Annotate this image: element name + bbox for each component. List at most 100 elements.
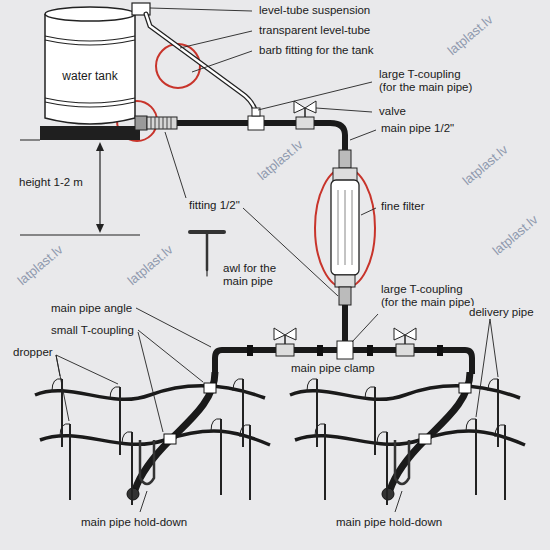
- tank-node: water tank: [45, 66, 135, 84]
- main-pipe-lower: [404, 335, 406, 344]
- part-label: large T-coupling (for the main pipe): [378, 68, 478, 94]
- drip-group: [135, 372, 215, 490]
- main-pipe-lower: [284, 335, 286, 344]
- part-label: large T-coupling (for the main pipe): [380, 283, 480, 309]
- watermark: latplast.lv: [444, 12, 495, 58]
- height-dimension: [96, 142, 104, 151]
- main-pipe-lower: [276, 344, 294, 356]
- water-tank-drawing: [45, 14, 135, 124]
- main-pipe-upper: [135, 116, 147, 130]
- main-pipe-upper: [304, 108, 306, 117]
- highlight-circle: [156, 44, 200, 88]
- leader-line: [150, 8, 252, 11]
- part-label: delivery pipe: [468, 306, 535, 319]
- leader-line: [395, 491, 402, 512]
- main-pipe-lower: [396, 344, 414, 356]
- part-label: dropper: [12, 346, 54, 359]
- drip-group: [140, 440, 154, 484]
- main-pipe-upper: [248, 116, 264, 130]
- main-pipe-lower: [456, 350, 472, 374]
- part-label: main pipe hold-down: [80, 516, 188, 529]
- level-tube: [132, 3, 255, 110]
- part-label: small T-coupling: [50, 324, 135, 337]
- main-pipe-lower: [317, 345, 323, 356]
- dimension-label: height 1-2 m: [18, 176, 84, 189]
- main-pipe-lower: [367, 345, 373, 356]
- part-label: transparent level-tube: [258, 24, 371, 37]
- main-pipe-upper: [151, 117, 171, 129]
- watermark: latplast.lv: [254, 137, 305, 183]
- leader-line: [316, 108, 372, 112]
- drip-group: [119, 387, 121, 455]
- highlight-circle: [315, 168, 375, 288]
- part-label: main pipe angle: [50, 302, 133, 315]
- drip-group: [35, 386, 265, 400]
- fine-filter-drawing: [338, 190, 352, 265]
- watermark: latplast.lv: [489, 212, 540, 258]
- leader-line: [165, 132, 186, 198]
- drip-group: [204, 383, 216, 393]
- height-dimension: [99, 146, 100, 229]
- leader-line: [361, 208, 376, 215]
- leader-line: [258, 82, 372, 110]
- main-pipe-upper: [294, 101, 316, 113]
- leader-line: [180, 31, 252, 48]
- main-pipe-upper: [296, 117, 314, 129]
- leader-line: [136, 308, 211, 347]
- leader-line: [192, 51, 252, 72]
- drip-group: [35, 372, 270, 505]
- part-label: barb fitting for the tank: [258, 44, 374, 57]
- fine-filter-drawing: [331, 150, 359, 342]
- main-pipe-upper: [135, 101, 345, 152]
- drip-group: [69, 424, 71, 500]
- part-label: valve: [378, 105, 407, 118]
- fine-filter-drawing: [333, 168, 357, 181]
- level-tube: [146, 14, 255, 110]
- main-pipe-lower: [215, 328, 472, 374]
- part-label: main pipe hold-down: [335, 516, 443, 529]
- leader-line: [140, 491, 147, 512]
- fine-filter-drawing: [339, 150, 351, 168]
- part-label: main pipe clamp: [290, 362, 376, 375]
- watermark: latplast.lv: [124, 242, 175, 288]
- awl-tool: [206, 232, 209, 270]
- fine-filter-drawing: [339, 287, 351, 305]
- part-label: awl for the main pipe: [222, 262, 296, 288]
- drip-group: [164, 434, 176, 444]
- main-pipe-upper: [147, 117, 177, 129]
- leader-line: [56, 8, 498, 512]
- main-pipe-upper: [252, 108, 260, 116]
- awl-tool: [190, 232, 224, 276]
- part-label: fitting 1/2": [188, 199, 241, 212]
- water-tank-drawing: [45, 7, 135, 21]
- height-dimension: [96, 224, 104, 233]
- leader-line: [352, 314, 378, 342]
- main-pipe-lower: [274, 328, 296, 340]
- fine-filter-drawing: [342, 305, 348, 342]
- fine-filter-drawing: [331, 180, 359, 275]
- part-label: main pipe 1/2": [380, 122, 455, 135]
- water-tank-drawing: [45, 36, 135, 107]
- highlight-circle: [117, 44, 375, 288]
- part-label: fine filter: [380, 200, 425, 213]
- leader-line: [350, 130, 376, 140]
- drip-group: [249, 425, 251, 500]
- node-text: water tank: [62, 69, 117, 83]
- level-tube: [146, 14, 255, 110]
- leader-line: [56, 355, 118, 421]
- main-pipe-lower: [247, 345, 253, 356]
- main-pipe-lower: [394, 328, 416, 340]
- watermark: latplast.lv: [14, 242, 65, 288]
- watermark: latplast.lv: [459, 142, 510, 188]
- main-pipe-lower: [215, 350, 234, 374]
- drip-group: [220, 419, 222, 495]
- tank-stand: [40, 126, 140, 140]
- drip-group: [52, 379, 250, 444]
- part-label: level-tube suspension: [258, 4, 371, 17]
- leader-line: [138, 330, 203, 432]
- fine-filter-drawing: [335, 275, 355, 287]
- leader-line: [476, 319, 498, 417]
- drip-group: [242, 379, 244, 447]
- drip-group: [52, 379, 250, 505]
